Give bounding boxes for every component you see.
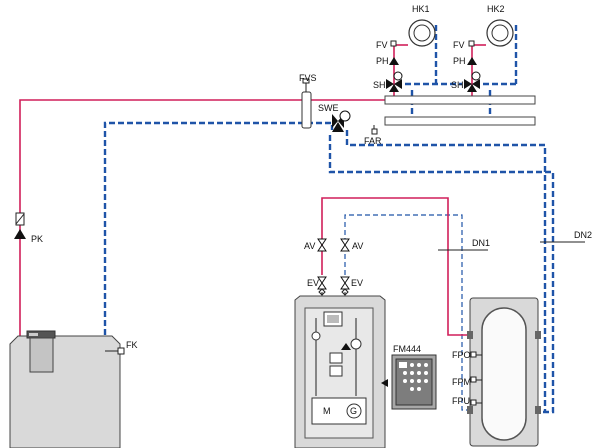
- shutoff-valve-icon: [340, 238, 350, 252]
- av-label: AV: [352, 241, 363, 251]
- module-icon: [391, 354, 437, 410]
- pk-label: PK: [31, 234, 43, 244]
- ph-label: PH: [376, 56, 389, 66]
- flow-pipes: [19, 44, 486, 338]
- hydraulic-switch-icon: [301, 78, 312, 129]
- swe-label: SWE: [318, 103, 339, 113]
- flow-manifold: [384, 95, 536, 105]
- fpo-label: FPO: [452, 350, 471, 360]
- radiator-icon: [408, 19, 436, 47]
- fk-label: FK: [126, 340, 138, 350]
- fvs-label: FVS: [299, 73, 317, 83]
- fm444-label: FM444: [393, 344, 421, 354]
- safety-valve-icon: [317, 276, 327, 296]
- fv-label: FV: [376, 40, 388, 50]
- ev-label: EV: [307, 278, 319, 288]
- boiler-icon: [9, 330, 121, 448]
- hk2-label: HK2: [487, 4, 505, 14]
- pump-icon: [14, 229, 26, 239]
- sh-label: SH: [451, 80, 464, 90]
- temperature-sensor-icon: [390, 40, 397, 47]
- motor-label: M: [323, 406, 331, 416]
- generator-label: G: [350, 406, 357, 416]
- dn1-label: DN1: [472, 238, 490, 248]
- mixing-valve-icon: [386, 71, 403, 92]
- pump-icon: [389, 57, 399, 65]
- heat-pump-unit: M G: [294, 295, 386, 448]
- pointer-arrow-icon: [381, 379, 388, 387]
- pump-icon: [341, 343, 351, 350]
- ev-label: EV: [351, 278, 363, 288]
- temperature-sensor-icon: [117, 347, 125, 355]
- temperature-sensor-icon: [470, 351, 477, 358]
- pump-icon: [467, 57, 477, 65]
- shutoff-valve-icon: [317, 238, 327, 252]
- mixing-valve-icon: [464, 71, 481, 92]
- fpu-label: FPU: [452, 396, 470, 406]
- heating-circuit-hk1: HK1 FV PH SH: [373, 4, 436, 92]
- safety-valve-icon: [340, 276, 350, 296]
- far-label: FAR: [364, 136, 382, 146]
- fpm-label: FPM: [452, 377, 471, 387]
- dn2-label: DN2: [574, 230, 592, 240]
- fv-label: FV: [453, 40, 465, 50]
- temperature-sensor-icon: [371, 128, 378, 135]
- heating-circuit-hk2: HK2 FV PH SH: [451, 4, 514, 92]
- sh-label: SH: [373, 80, 386, 90]
- radiator-icon: [486, 19, 514, 47]
- av-label: AV: [304, 241, 315, 251]
- mixing-valve-icon: [332, 110, 351, 132]
- temperature-sensor-icon: [470, 376, 477, 383]
- temperature-sensor-icon: [470, 399, 477, 406]
- ph-label: PH: [453, 56, 466, 66]
- return-manifold: [384, 116, 536, 126]
- storage-tank-icon: [467, 297, 541, 447]
- hk1-label: HK1: [412, 4, 430, 14]
- temperature-sensor-icon: [468, 40, 475, 47]
